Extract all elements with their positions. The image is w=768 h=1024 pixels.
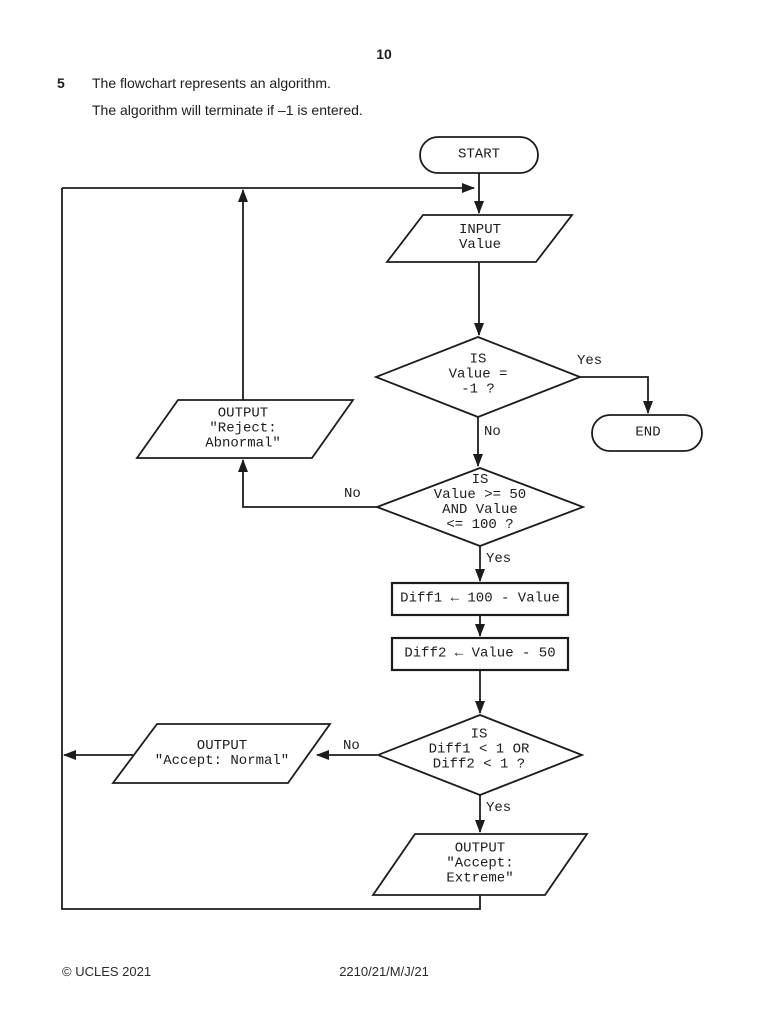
accept-extreme-parallelogram-shape (371, 833, 589, 896)
diff2-process-label: Diff2 ← Value - 50 (404, 645, 556, 662)
footer-copyright: © UCLES 2021 (62, 964, 152, 979)
end-label: END (635, 424, 661, 441)
range-no-branch-label: No (344, 486, 361, 502)
edge-range-no-to-reject-output (238, 459, 377, 508)
start-label: START (457, 146, 501, 163)
accept-normal-output-label: OUTPUT "Accept: Normal" (154, 738, 290, 769)
edge-terminate-yes-to-end (580, 376, 653, 414)
input-value-parallelogram-shape (385, 214, 574, 263)
diff2-process-rect-shape (390, 636, 570, 672)
range-decision-diamond-shape (374, 467, 586, 547)
reject-output-label: OUTPUT "Reject: Abnormal" (205, 405, 281, 452)
page-number: 10 (376, 46, 392, 62)
extreme-decision-diamond-shape (375, 714, 585, 796)
extreme-yes-branch-label: Yes (486, 800, 512, 816)
extreme-decision-label: IS Diff1 < 1 OR Diff2 < 1 ? (428, 726, 530, 773)
diff1-process-label: Diff1 ← 100 - Value (400, 590, 560, 607)
end-terminator-shape (591, 414, 703, 452)
start-terminator-shape (419, 136, 539, 174)
question-intro-line1: The flowchart represents an algorithm. (92, 75, 331, 91)
accept-extreme-output-label: OUTPUT "Accept: Extreme" (446, 840, 514, 887)
accept-normal-parallelogram-shape (111, 723, 332, 784)
range-decision-label: IS Value >= 50 AND Value <= 100 ? (433, 472, 527, 533)
edge-extreme-output-feedback-loop (61, 188, 481, 910)
terminate-decision-label: IS Value = -1 ? (448, 351, 508, 398)
extreme-no-branch-label: No (343, 738, 360, 754)
diff1-process-rect-shape (390, 581, 570, 617)
question-intro-line2: The algorithm will terminate if –1 is en… (92, 102, 363, 118)
terminate-yes-branch-label: Yes (577, 353, 603, 369)
reject-output-parallelogram-shape (135, 399, 355, 459)
range-yes-branch-label: Yes (486, 551, 512, 567)
footer-paper-code: 2210/21/M/J/21 (339, 964, 429, 979)
input-value-label: INPUT Value (458, 222, 502, 253)
terminate-no-branch-label: No (484, 424, 501, 440)
question-number: 5 (57, 75, 65, 91)
terminate-decision-diamond-shape (373, 336, 583, 418)
